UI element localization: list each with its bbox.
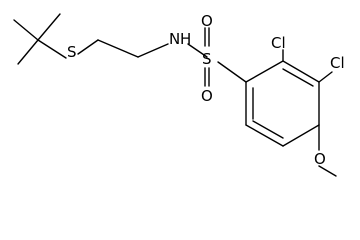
atom-label-o-bottom: O [201, 87, 213, 105]
bond-s-ring [217, 61, 247, 83]
atom-label-o-methoxy: O [314, 150, 326, 168]
bond-tbu-methyl-1 [13, 19, 39, 41]
bond-o-methyl [318, 165, 337, 177]
ring-bond-c2-c3-inner [282, 68, 314, 87]
bond-ch2-n [137, 43, 169, 58]
ring-bond-c2-c3 [282, 60, 320, 83]
benzene-ring [245, 60, 320, 147]
atom-label-o-top: O [201, 12, 213, 30]
bond-tbu-methyl-2 [17, 39, 39, 65]
ring-substituents [282, 49, 337, 177]
ring-bond-c4-c5 [282, 124, 320, 147]
ethyl-linker [77, 39, 169, 58]
atom-label-s-thioether: S [67, 43, 77, 61]
bond-tbu-to-s [37, 39, 67, 59]
atom-labels: S N H S O O Cl Cl O [67, 12, 345, 168]
ring-bond-c5-c6 [245, 124, 284, 147]
ring-bond-c5-c6-inner [252, 120, 284, 139]
chemical-structure-drawing: S N H S O O Cl Cl O [13, 12, 345, 177]
atom-label-cl-2: Cl [271, 34, 286, 52]
atom-label-cl-3: Cl [330, 54, 345, 72]
sulfonamide-group [187, 27, 247, 87]
bond-tbu-methyl-3 [37, 13, 61, 41]
atom-label-s-sulfonyl: S [202, 50, 212, 68]
bond-n-s [187, 43, 208, 58]
ring-bond-c1-c2 [245, 60, 284, 83]
structure-canvas: S N H S O O Cl Cl O [13, 12, 345, 177]
bond-s-ch2 [77, 39, 99, 55]
bond-c3-cl [318, 71, 333, 83]
atom-label-h: H [180, 30, 191, 48]
bond-ch2-ch2 [97, 39, 139, 58]
tert-butyl-group [13, 13, 67, 65]
atom-label-n: N [169, 30, 180, 48]
